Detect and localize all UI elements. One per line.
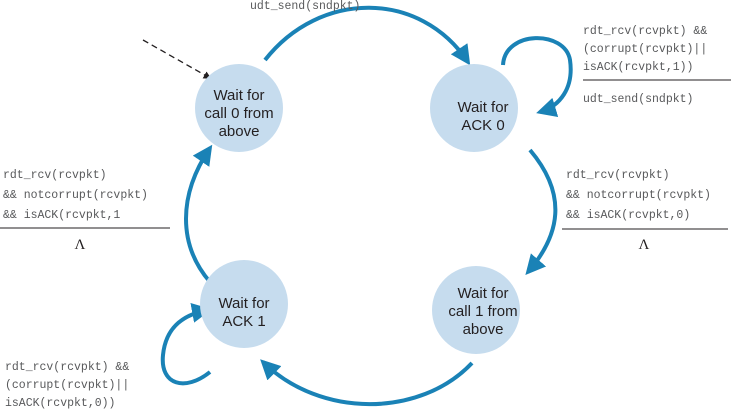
- transition-event-line: (corrupt(rcvpkt)||: [583, 43, 707, 56]
- state-label: Wait for: [218, 295, 269, 312]
- transition-event-line: rdt_rcv(rcvpkt) &&: [5, 361, 129, 374]
- transition-event-line: && isACK(rcvpkt,1: [3, 209, 120, 222]
- state-label: above: [219, 123, 260, 140]
- transition-event-line: && notcorrupt(rcvpkt): [3, 189, 148, 202]
- transition-event-line: rdt_rcv(rcvpkt): [3, 169, 107, 182]
- right-transition-label: rdt_rcv(rcvpkt) && notcorrupt(rcvpkt) &&…: [562, 169, 728, 253]
- arc-ack1-to-call0: [184, 144, 213, 284]
- state-wait-ack-1: Wait for ACK 1: [200, 260, 288, 348]
- state-label: above: [463, 321, 504, 338]
- left-transition-label: rdt_rcv(rcvpkt) && notcorrupt(rcvpkt) &&…: [0, 169, 170, 253]
- state-label: call 1 from: [448, 303, 517, 320]
- transition-event-line: isACK(rcvpkt,1)): [583, 61, 693, 74]
- transition-action: udt_send(sndpkt): [583, 93, 693, 106]
- arc-call0-to-ack0: [263, 5, 471, 66]
- transition-event-line: rdt_rcv(rcvpkt): [566, 169, 670, 182]
- top-transition-action: udt_send(sndpkt): [250, 0, 360, 13]
- transition-event-line: rdt_rcv(rcvpkt) &&: [583, 25, 707, 38]
- state-label: ACK 0: [461, 117, 504, 134]
- ack1-self-loop-label: rdt_rcv(rcvpkt) && (corrupt(rcvpkt)|| is…: [5, 361, 129, 410]
- state-label: ACK 1: [222, 313, 265, 330]
- transition-event-line: (corrupt(rcvpkt)||: [5, 379, 129, 392]
- state-label: Wait for: [457, 99, 508, 116]
- arc-ack0-to-call1: [525, 148, 558, 276]
- transition-event-line: && isACK(rcvpkt,0): [566, 209, 690, 222]
- initial-state-arrow: [142, 39, 212, 79]
- self-loop-ack0: [501, 36, 573, 117]
- state-wait-call-0: Wait for call 0 from above: [195, 64, 283, 152]
- self-loop-ack1: [160, 303, 212, 386]
- state-label: call 0 from: [204, 105, 273, 122]
- state-wait-ack-0: Wait for ACK 0: [430, 64, 518, 152]
- lambda-action: Λ: [75, 237, 86, 253]
- transition-event-line: && notcorrupt(rcvpkt): [566, 189, 711, 202]
- state-label: Wait for: [213, 87, 264, 104]
- state-wait-call-1: Wait for call 1 from above: [432, 266, 520, 354]
- state-label: Wait for: [457, 285, 508, 302]
- transition-event-line: isACK(rcvpkt,0)): [5, 397, 115, 410]
- ack0-self-loop-label: rdt_rcv(rcvpkt) && (corrupt(rcvpkt)|| is…: [583, 25, 731, 106]
- arc-call1-to-ack1: [260, 359, 474, 407]
- lambda-action: Λ: [639, 237, 650, 253]
